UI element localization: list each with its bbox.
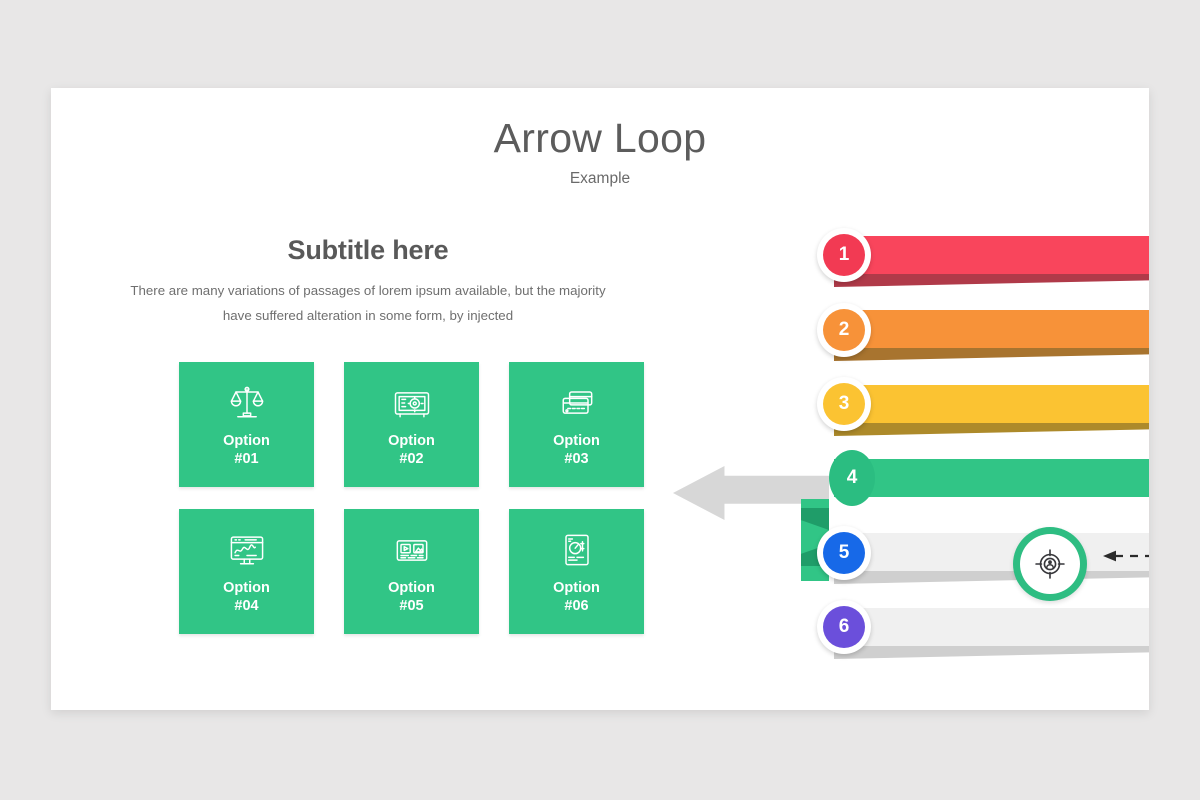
news-media-icon (389, 528, 435, 572)
option-card-label: Option #03 (553, 433, 600, 467)
loop-badge-1[interactable]: 1 (817, 228, 871, 282)
loop-bar-1-body (834, 236, 1149, 274)
option-card-label: Option #06 (553, 580, 600, 614)
loop-bar-6-shadow (834, 646, 1149, 659)
loop-bar-6[interactable] (834, 608, 1149, 659)
option-card-01[interactable]: Option #01 (179, 362, 314, 487)
option-card-02[interactable]: Option #02 (344, 362, 479, 487)
loop-badge-2-number: 2 (823, 309, 865, 351)
option-card-label: Option #04 (223, 580, 270, 614)
loop-bar-4-body (834, 459, 1149, 497)
document-dollar-icon (554, 528, 600, 572)
target-marker-inner (1020, 534, 1080, 594)
loop-badge-3[interactable]: 3 (817, 377, 871, 431)
loop-badge-6-number: 6 (823, 606, 865, 648)
loop-elbow-fold-top (801, 508, 829, 530)
left-text-block: Subtitle here There are many variations … (128, 235, 608, 328)
loop-bar-3-shadow (834, 423, 1149, 436)
option-card-label: Option #05 (388, 580, 435, 614)
balance-scales-icon (224, 381, 270, 425)
loop-bar-4[interactable] (834, 459, 1149, 497)
option-card-04[interactable]: Option #04 (179, 509, 314, 634)
dashed-left-arrow-icon (1101, 550, 1149, 562)
loop-badge-4[interactable]: 4 (821, 450, 883, 506)
option-card-grid: Option #01 Option # (179, 362, 647, 634)
loop-badge-6[interactable]: 6 (817, 600, 871, 654)
loop-bar-3-body (834, 385, 1149, 423)
option-card-label: Option #02 (388, 433, 435, 467)
loop-badge-4-blob (829, 450, 875, 506)
credit-cards-icon (554, 381, 600, 425)
page-subtitle: Example (569, 170, 631, 187)
section-paragraph: There are many variations of passages of… (130, 283, 606, 323)
loop-badge-2[interactable]: 2 (817, 303, 871, 357)
loop-bar-1[interactable] (834, 236, 1149, 287)
loop-bar-2[interactable] (834, 310, 1149, 361)
safe-vault-icon (389, 381, 435, 425)
loop-badge-5-number: 5 (823, 532, 865, 574)
loop-badge-3-number: 3 (823, 383, 865, 425)
option-card-label: Option #01 (223, 433, 270, 467)
section-heading: Subtitle here (287, 235, 449, 265)
loop-bar-2-body (834, 310, 1149, 348)
loop-bar-1-shadow (834, 274, 1149, 287)
loop-badge-1-number: 1 (823, 234, 865, 276)
option-card-05[interactable]: Option #05 (344, 509, 479, 634)
option-card-03[interactable]: Option #03 (509, 362, 644, 487)
loop-bar-5-shadow (834, 571, 1149, 584)
loop-badge-4-number: 4 (846, 467, 858, 488)
loop-badge-5[interactable]: 5 (817, 526, 871, 580)
target-person-icon (1032, 546, 1068, 582)
arrow-loop-diagram: 1 2 3 5 6 4 (51, 88, 1149, 710)
page-title: Arrow Loop (493, 115, 707, 161)
target-marker[interactable] (1013, 527, 1087, 601)
option-card-06[interactable]: Option #06 (509, 509, 644, 634)
monitor-chart-icon (224, 528, 270, 572)
loop-bar-2-shadow (834, 348, 1149, 361)
loop-bar-5-body (834, 533, 1149, 571)
loop-bar-3[interactable] (834, 385, 1149, 436)
loop-bar-6-body (834, 608, 1149, 646)
slide: Arrow Loop Example Subtitle here There a… (51, 88, 1149, 710)
